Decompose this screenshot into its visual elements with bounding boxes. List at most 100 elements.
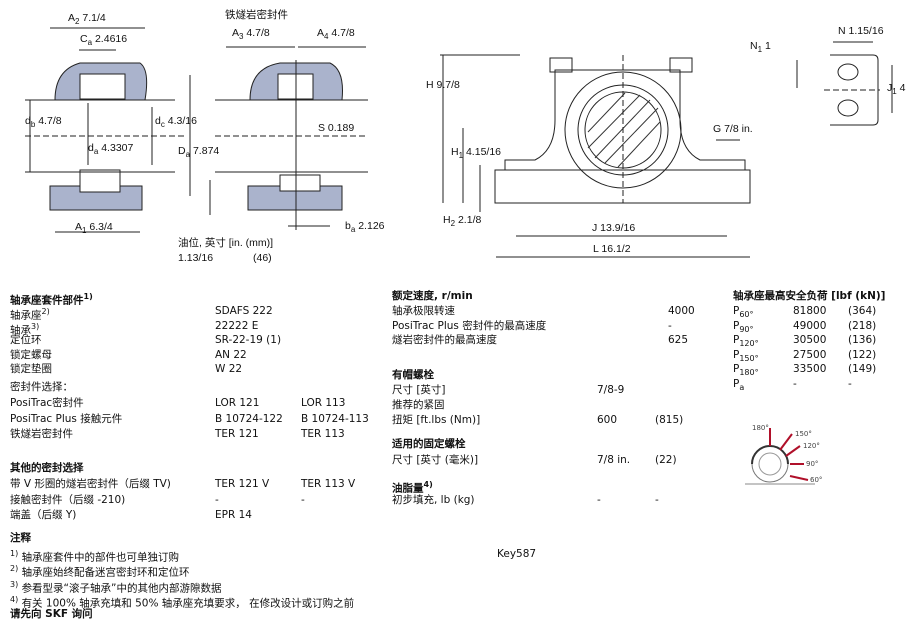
load-kn: - [848, 378, 852, 390]
angle-60: 60° [810, 476, 822, 484]
dim-da-value: 4.3307 [101, 142, 134, 154]
dim-a4-value: 4.7/8 [331, 27, 355, 39]
load-lbf: 81800 [793, 305, 827, 317]
load-label: P90° [733, 319, 754, 334]
load-label: P120° [733, 334, 759, 349]
note-item: 1) 轴承座套件中的部件也可单独订购 [10, 549, 180, 564]
dim-a3: A3 4.7/8 [232, 27, 270, 42]
seal-drawing-title: 铁燧岩密封件 [225, 9, 288, 21]
note-item: 3) 参看型录“滚子轴承”中的其他内部游隙数据 [10, 579, 222, 595]
seal-value-1: LOR 121 [215, 397, 260, 409]
load-lbf: - [793, 378, 797, 390]
load-lbf: 27500 [793, 348, 827, 361]
dim-n: N 1.15/16 [838, 25, 884, 37]
other-seal-label: 带 V 形圈的燧岩密封件（后缀 TV) [10, 478, 171, 490]
fix-bolt-size: 7/8 in. [597, 454, 631, 466]
seal-value-2: B 10724-113 [301, 412, 369, 425]
dim-db: db 4.7/8 [25, 115, 62, 130]
dim-s: S 0.189 [318, 122, 355, 134]
dim-db-value: 4.7/8 [38, 115, 62, 127]
loads-title: 轴承座最高安全负荷 [lbf (kN)] [733, 290, 886, 302]
part-label: 定位环 [10, 334, 42, 347]
dim-g-value: 7/8 in. [724, 123, 753, 135]
part-label: 锁定螺母 [10, 348, 52, 361]
dim-h2-value: 2.1/8 [457, 214, 482, 226]
foot-detail-drawing [796, 41, 893, 126]
dim-s-value: 0.189 [327, 122, 355, 134]
load-direction-diagram: 180° 150° 120° 90° 60° [745, 424, 822, 485]
speed-label: 轴承极限转速 [392, 305, 455, 317]
fix-bolt-size-mm: (22) [655, 454, 677, 466]
notes-contact-skf: 请先向 SKF 询问 [10, 608, 93, 620]
dim-ca-value: 2.4616 [94, 33, 128, 45]
dim-l-value: 16.1/2 [601, 243, 631, 255]
dim-h1: H1 4.15/16 [451, 146, 502, 161]
load-label: Pa [733, 378, 745, 393]
oil-level-in: 1.13/16 [178, 252, 214, 264]
load-lbf: 49000 [793, 319, 827, 332]
dim-ba-value: 2.126 [358, 220, 385, 232]
cap-bolt-size: 7/8-9 [597, 384, 625, 396]
load-kn: (218) [848, 319, 877, 332]
housing-front-drawing [440, 54, 751, 258]
dim-dc: dc 4.3/16 [155, 115, 197, 130]
load-kn: (122) [848, 348, 877, 361]
other-seal-value-1: TER 121 V [215, 478, 270, 490]
part-value: 22222 E [215, 319, 259, 332]
seal-section-drawing [209, 46, 368, 230]
key-code: Key587 [497, 548, 537, 560]
bearing-section-drawing [25, 27, 191, 233]
parts-title: 轴承座套件部件1) [10, 292, 93, 307]
dim-da-outer: Da 7.874 [178, 145, 220, 160]
dim-a1-value: 6.3/4 [89, 221, 113, 233]
load-label: P60° [733, 305, 754, 320]
torque-value: 600 [597, 414, 618, 426]
speed-value: 625 [668, 334, 689, 347]
oil-level-label: 油位, 英寸 [in. (mm)] [178, 237, 274, 249]
load-kn: (149) [848, 363, 877, 376]
angle-180: 180° [752, 424, 769, 432]
dim-dc-value: 4.3/16 [167, 115, 197, 127]
load-kn: (136) [848, 334, 877, 347]
dim-j: J 13.9/16 [592, 222, 636, 234]
other-seal-label: 端盖（后缀 Y) [10, 509, 77, 521]
seal-selection-title: 密封件选择： [10, 381, 73, 393]
seal-label: PosiTrac密封件 [10, 397, 84, 409]
other-seal-value-2: TER 113 V [301, 478, 356, 490]
part-label: 锁定垫圈 [10, 363, 52, 376]
other-seal-value-2: - [301, 493, 305, 506]
load-kn: (364) [848, 305, 877, 317]
dim-da-outer-value: 7.874 [192, 145, 220, 157]
part-label: 轴承3) [10, 321, 40, 337]
dim-j1-value: 4 [899, 82, 906, 94]
dim-ba: ba 2.126 [345, 220, 385, 235]
seal-label: 铁燧岩密封件 [10, 428, 73, 440]
dim-n1: N1 1 [750, 40, 771, 55]
dim-a2: A2 7.1/4 [68, 12, 106, 27]
other-seals-title: 其他的密封选择 [10, 462, 84, 474]
load-lbf: 30500 [793, 334, 827, 347]
part-value: AN 22 [215, 348, 247, 361]
seal-value-2: TER 113 [301, 428, 345, 440]
cap-bolts-title: 有帽螺栓 [392, 369, 434, 381]
notes-title: 注释 [10, 532, 31, 544]
speed-title: 额定速度, r/min [392, 290, 473, 302]
other-seal-value-1: - [215, 493, 219, 506]
speed-value: - [668, 319, 672, 332]
dim-g: G 7/8 in. [713, 123, 753, 135]
load-label: P150° [733, 348, 759, 363]
speed-value: 4000 [668, 305, 695, 317]
dim-j-value: 13.9/16 [600, 222, 636, 234]
seal-label: PosiTrac Plus 接触元件 [10, 412, 123, 425]
dim-h: H 9.7/8 [426, 79, 460, 91]
part-value: SR-22-19 (1) [215, 334, 282, 347]
note-item: 2) 轴承座始终配备迷宫密封环和定位环 [10, 564, 190, 579]
cap-bolt-size-label: 尺寸 [英寸] [392, 384, 446, 396]
grease-kg: - [655, 494, 659, 506]
fix-bolts-title: 适用的固定螺栓 [392, 438, 466, 450]
dim-j1: J1 4 [887, 82, 906, 97]
part-label: 轴承座2) [10, 307, 50, 322]
torque-nm: (815) [655, 414, 684, 426]
part-value: W 22 [215, 363, 243, 376]
angle-120: 120° [803, 442, 820, 450]
